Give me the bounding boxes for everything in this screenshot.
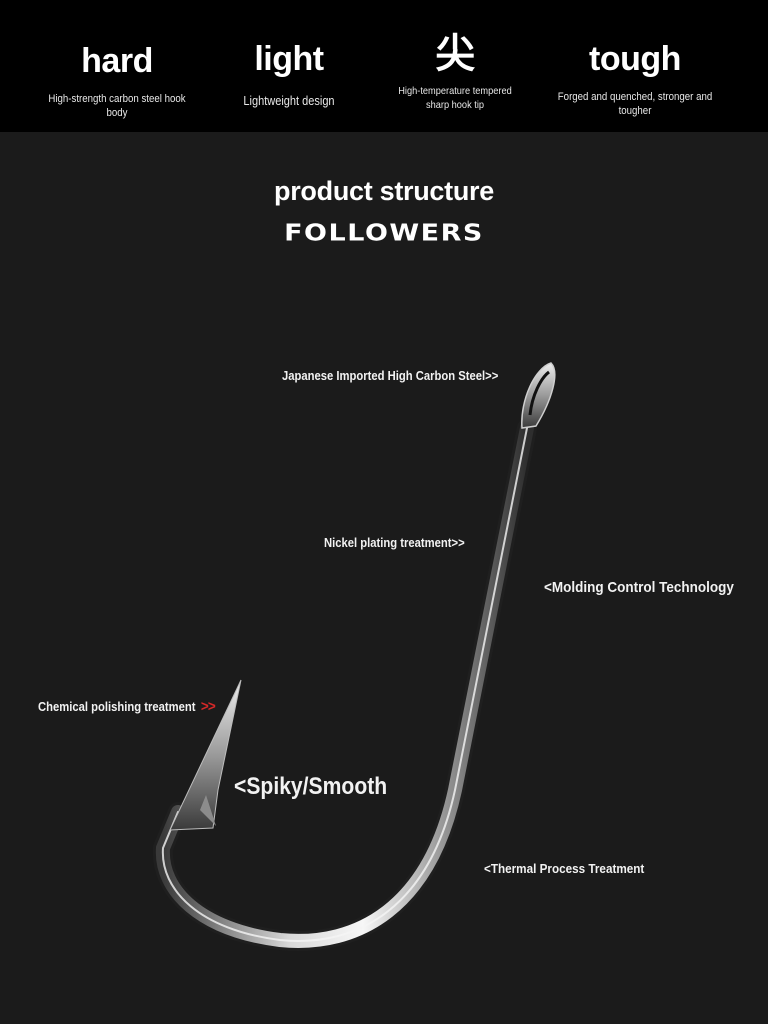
section-title: product structure <box>274 176 494 206</box>
hook-eye <box>521 362 556 429</box>
feature-title: hard <box>81 42 153 80</box>
feature-title: 尖 <box>435 32 475 76</box>
feature-hard: hard High-strength carbon steel hook bod… <box>32 0 202 120</box>
feature-description: High-temperature tempered sharp hook tip <box>398 85 512 111</box>
callout-chemical-polishing: Chemical polishing treatment >> <box>38 698 216 715</box>
callout-high-carbon-steel: Japanese Imported High Carbon Steel>> <box>282 369 499 383</box>
hook-point <box>169 679 242 831</box>
red-arrows: >> <box>200 698 216 715</box>
callout-thermal-process: <Thermal Process Treatment <box>484 861 645 876</box>
feature-description: Lightweight design <box>243 94 335 108</box>
callout-molding-control: <Molding Control Technology <box>544 579 734 596</box>
feature-tough: tough Forged and quenched, stronger and … <box>540 0 730 118</box>
feature-sharp: 尖 High-temperature tempered sharp hook t… <box>370 0 540 112</box>
feature-light: light Lightweight design <box>204 0 374 108</box>
feature-title: light <box>254 40 324 78</box>
callout-spiky-smooth: <Spiky/Smooth <box>234 773 388 800</box>
brand-name: FOLLOWERS <box>284 220 484 247</box>
callout-nickel-plating: Nickel plating treatment>> <box>324 536 465 550</box>
feature-title: tough <box>589 40 681 78</box>
feature-description: Forged and quenched, stronger and toughe… <box>557 91 713 117</box>
feature-banner: hard High-strength carbon steel hook bod… <box>0 0 768 132</box>
callout-text: Chemical polishing treatment <box>38 700 196 714</box>
hook-barb <box>200 795 216 826</box>
feature-description: High-strength carbon steel hook body <box>48 93 186 119</box>
